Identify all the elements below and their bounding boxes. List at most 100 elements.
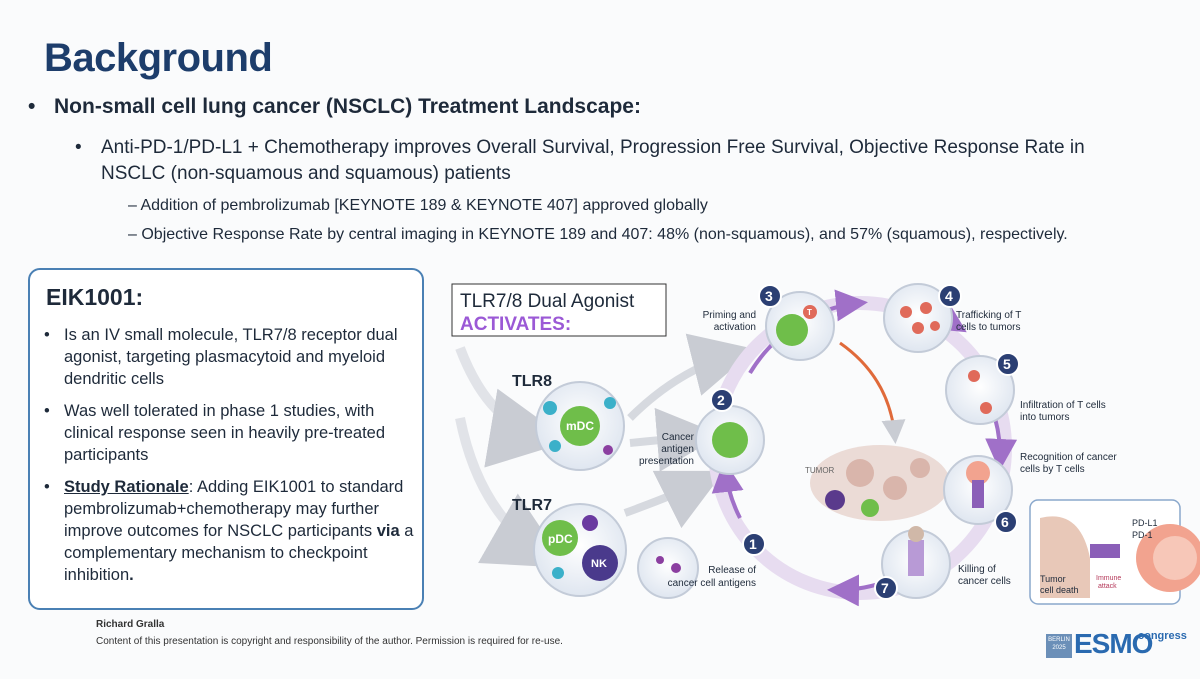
step-label-line: activation bbox=[714, 322, 756, 333]
bullet-glyph: • bbox=[75, 137, 82, 158]
checkpoint-inset: PD-L1 PD-1 Tumor cell death Immune attac… bbox=[1029, 499, 1200, 605]
step-cell-3: T bbox=[765, 291, 835, 361]
tumor-label: TUMOR bbox=[805, 466, 835, 475]
tlr7-label: TLR7 bbox=[512, 497, 552, 514]
step-badge-2: 2 bbox=[710, 388, 734, 412]
step-label-3: Priming and activation bbox=[703, 310, 756, 333]
step-badge-7: 7 bbox=[874, 576, 898, 600]
pdc-cell: pDC NK bbox=[533, 503, 627, 597]
pdc-label: pDC bbox=[548, 532, 573, 546]
eik1001-item: • Study Rationale: Adding EIK1001 to sta… bbox=[44, 476, 416, 586]
step-badge-number: 4 bbox=[945, 288, 953, 304]
eik1001-list: • Is an IV small molecule, TLR7/8 recept… bbox=[44, 324, 416, 596]
bullet-orr: – Objective Response Rate by central ima… bbox=[128, 226, 1068, 243]
bullet-l1-text: Non-small cell lung cancer (NSCLC) Treat… bbox=[54, 95, 641, 118]
step-label-1: Release of cancer cell antigens bbox=[668, 565, 757, 589]
step-badge-6: 6 bbox=[994, 510, 1018, 534]
arrow-pdc-to-presentation bbox=[623, 470, 725, 529]
step-label-line: Priming and bbox=[703, 310, 756, 321]
bullet-l2-text: Anti-PD-1/PD-L1 + Chemotherapy improves … bbox=[101, 137, 1085, 184]
eik1001-item-text: Is an IV small molecule, TLR7/8 receptor… bbox=[64, 326, 398, 388]
step-label-line: antigen bbox=[661, 444, 694, 455]
step-cell-2 bbox=[695, 405, 765, 475]
eik1001-item: • Is an IV small molecule, TLR7/8 recept… bbox=[44, 324, 416, 390]
arrow-mdc-to-priming bbox=[627, 333, 756, 421]
step-label-2: Cancer antigen presentation bbox=[639, 432, 695, 467]
cancer-immunity-cycle-diagram: TLR7/8 Dual Agonist ACTIVATES: TLR8 mDC … bbox=[451, 283, 1200, 607]
step-label-7: Killing of cancer cells bbox=[958, 564, 1011, 587]
study-rationale-via: via bbox=[376, 522, 400, 540]
study-rationale-label: Study Rationale bbox=[64, 478, 189, 496]
step-label-line: cells to tumors bbox=[956, 322, 1020, 333]
step-label-line: Recognition of cancer bbox=[1020, 452, 1117, 463]
bullet-glyph: • bbox=[44, 402, 50, 420]
inset-pdl1-label: PD-L1 bbox=[1132, 518, 1158, 528]
mdc-label: mDC bbox=[566, 419, 594, 433]
esmo-city: BERLIN bbox=[1048, 637, 1070, 643]
eik1001-box: EIK1001: • Is an IV small molecule, TLR7… bbox=[28, 268, 424, 610]
eik1001-item: • Was well tolerated in phase 1 studies,… bbox=[44, 400, 416, 466]
step-label-line: Killing of bbox=[958, 564, 996, 575]
step-cell-1 bbox=[637, 537, 699, 599]
step-cell-7 bbox=[881, 526, 951, 599]
study-rationale-text-b: a complementary mechanism to checkpoint … bbox=[64, 522, 414, 584]
study-rationale-period: . bbox=[129, 566, 134, 584]
bullet-glyph: • bbox=[44, 326, 50, 344]
step-badge-4: 4 bbox=[938, 284, 962, 308]
inset-death-line: cell death bbox=[1040, 585, 1079, 595]
step-badge-3: 3 bbox=[758, 284, 782, 308]
step-label-line: into tumors bbox=[1020, 412, 1069, 423]
esmo-congress-word: congress bbox=[1138, 630, 1187, 642]
bullet-nsclc-landscape: • Non-small cell lung cancer (NSCLC) Trea… bbox=[28, 95, 641, 119]
step-label-line: Infiltration of T cells bbox=[1020, 400, 1106, 411]
step-badge-number: 5 bbox=[1003, 356, 1011, 372]
step-label-line: presentation bbox=[639, 456, 694, 467]
step-label-line: Release of bbox=[708, 565, 756, 576]
tlr8-label: TLR8 bbox=[512, 373, 552, 390]
mdc-cell: mDC bbox=[535, 381, 625, 471]
tlr-header-box: TLR7/8 Dual Agonist ACTIVATES: bbox=[451, 283, 667, 337]
step-label-6: Recognition of cancer cells by T cells bbox=[1020, 452, 1117, 475]
nk-label: NK bbox=[591, 558, 607, 570]
inset-attack-line: attack bbox=[1098, 583, 1117, 590]
step-badge-5: 5 bbox=[996, 352, 1020, 376]
eik1001-item-text: Was well tolerated in phase 1 studies, w… bbox=[64, 402, 386, 464]
step-badge-number: 1 bbox=[749, 536, 757, 552]
step-badge-number: 3 bbox=[765, 288, 773, 304]
bullet-pembrolizumab: – Addition of pembrolizumab [KEYNOTE 189… bbox=[128, 197, 708, 214]
step-label-line: Cancer bbox=[662, 432, 695, 443]
step-cell-4 bbox=[883, 283, 953, 353]
esmo-city-block: BERLIN 2025 bbox=[1046, 634, 1072, 658]
step-badge-number: 2 bbox=[717, 392, 725, 408]
bullet-glyph: • bbox=[44, 478, 50, 496]
eik1001-title: EIK1001: bbox=[46, 284, 144, 310]
step-cell-5 bbox=[945, 355, 1015, 425]
inset-pd1-label: PD-1 bbox=[1132, 530, 1153, 540]
esmo-congress-logo: BERLIN 2025 ESMO congress bbox=[1046, 628, 1187, 668]
step-badge-number: 6 bbox=[1001, 514, 1009, 530]
copyright-note: Content of this presentation is copyrigh… bbox=[96, 636, 563, 647]
step-label-5: Infiltration of T cells into tumors bbox=[1020, 400, 1106, 423]
t-cell-label: T bbox=[807, 308, 812, 317]
study-rationale-text-a: : Adding EIK1001 to standard pembrolizum… bbox=[64, 478, 404, 540]
step-label-line: Trafficking of T bbox=[956, 310, 1021, 321]
inset-death-line: Tumor bbox=[1040, 574, 1066, 584]
tlr-header-line2: ACTIVATES: bbox=[460, 314, 571, 335]
step-badge-number: 7 bbox=[881, 580, 889, 596]
step-label-line: cancer cell antigens bbox=[668, 578, 756, 589]
esmo-year: 2025 bbox=[1052, 645, 1066, 651]
step-badge-1: 1 bbox=[742, 532, 766, 556]
tlr-header-line1: TLR7/8 Dual Agonist bbox=[460, 291, 635, 312]
bullet-anti-pd1: • Anti-PD-1/PD-L1 + Chemotherapy improves… bbox=[75, 135, 1155, 187]
bullet-glyph: • bbox=[28, 95, 36, 118]
esmo-brand: ESMO bbox=[1074, 628, 1153, 659]
step-label-4: Trafficking of T cells to tumors bbox=[956, 310, 1021, 333]
tumor-mass: TUMOR bbox=[805, 445, 950, 521]
slide-title: Background bbox=[44, 36, 273, 80]
step-label-line: cancer cells bbox=[958, 576, 1011, 587]
author-name: Richard Gralla bbox=[96, 619, 165, 630]
arrow-to-recognition bbox=[839, 341, 906, 444]
step-cell-6 bbox=[943, 455, 1013, 525]
step-label-line: cells by T cells bbox=[1020, 464, 1085, 475]
inset-attack-line: Immune bbox=[1096, 575, 1121, 582]
